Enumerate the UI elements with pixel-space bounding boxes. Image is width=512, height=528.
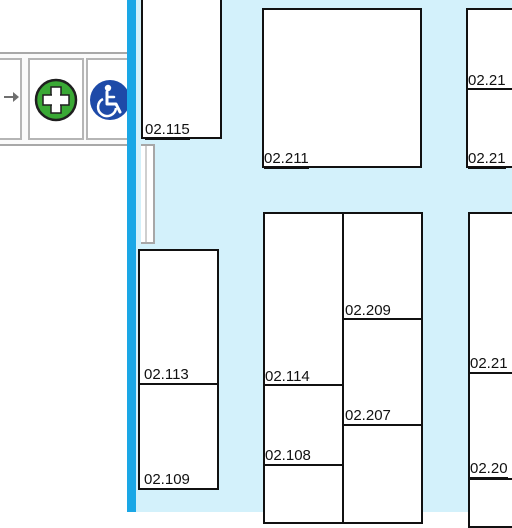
room-bottom-right[interactable] [468,478,512,528]
wheelchair-accessible-icon[interactable] [89,79,131,121]
room-label-02-109: 02.109 [144,471,190,490]
room-below-02-108[interactable] [263,464,344,524]
room-label-02-211: 02.211 [264,150,309,169]
room-02-115[interactable] [141,0,222,139]
exit-arrow-icon [4,92,19,102]
service-cell-exit [0,58,22,140]
room-02-114[interactable] [263,212,344,386]
doorway [141,144,155,244]
room-02-109[interactable] [138,383,219,490]
room-02-211[interactable] [262,8,422,168]
first-aid-icon[interactable] [34,78,78,122]
room-02-21-right[interactable] [468,212,512,374]
room-02-113[interactable] [138,249,219,385]
room-label-02-21-mid: 02.21 [468,150,506,169]
room-below-02-207[interactable] [342,424,423,524]
room-02-20-right[interactable] [468,372,512,480]
room-02-207[interactable] [342,318,423,426]
room-label-02-115: 02.115 [145,121,190,140]
room-label-02-20-right: 02.20 [470,460,508,479]
room-02-108[interactable] [263,384,344,466]
corridor-divider [127,0,136,512]
